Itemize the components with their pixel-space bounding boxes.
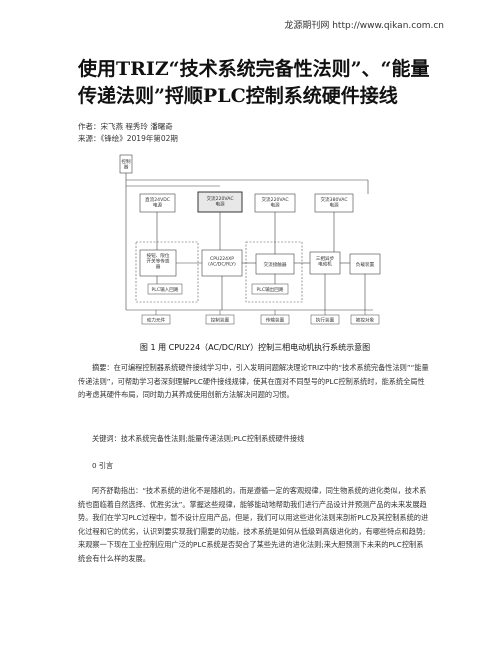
inputs-box (139, 249, 177, 277)
section-heading: 0 引言 (92, 461, 114, 470)
abstract: 摘要：在可编程控制器系统硬件接线学习中，引入发明问题解决理论TRIZ中的“技术系… (78, 363, 429, 400)
bottom-label: 传输装置 (266, 317, 285, 324)
plc-input-label: PLC输入回路 (152, 286, 179, 293)
article-title: 使用TRIZ“技术系统完备性法则”、“能量传递法则”捋顺PLC控制系统硬件接线 (78, 58, 430, 107)
svg-text:CPU224XP(AC/DC/RLY): CPU224XP(AC/DC/RLY) (208, 256, 236, 268)
plc-output-label: PLC输出回路 (257, 286, 284, 293)
bottom-label: 执行装置 (316, 317, 335, 324)
bottom-label: 控制装置 (211, 317, 230, 324)
site-header[interactable]: 龙源期刊网 http://www.qikan.com.cn (284, 21, 444, 31)
dc24-box (139, 193, 176, 213)
controller-tag-label: 控制器 (121, 158, 131, 171)
figure-caption: 图 1 用 CPU224（AC/DC/RLY）控制三相电动机执行系统示意图 (139, 343, 371, 352)
bottom-label: 被控对象 (356, 317, 375, 324)
svg-text:负载装置: 负载装置 (356, 261, 375, 268)
bottom-label: 动力元件 (147, 317, 166, 324)
intro-paragraph: 阿齐舒勒指出：“技术系统的进化不是随机的，而是遵循一定的客观规律，同生物系统的进… (78, 486, 429, 563)
svg-text:交流接触器: 交流接触器 (264, 261, 287, 268)
article-authors: 作者：宋飞燕 程秀玲 潘曙奇 (78, 122, 173, 131)
svg-text:三相异步电动机: 三相异步电动机 (316, 255, 335, 268)
plc-output-region (245, 241, 303, 303)
article-source: 来源：《锋绘》2019年第02期 (78, 134, 178, 143)
keywords: 关键词：技术系统完备性法则;能量传递法则;PLC控制系统硬件接线 (92, 434, 305, 443)
svg-text:按钮、限位开关等传感器: 按钮、限位开关等传感器 (147, 252, 170, 270)
plc-input-region (135, 241, 199, 303)
